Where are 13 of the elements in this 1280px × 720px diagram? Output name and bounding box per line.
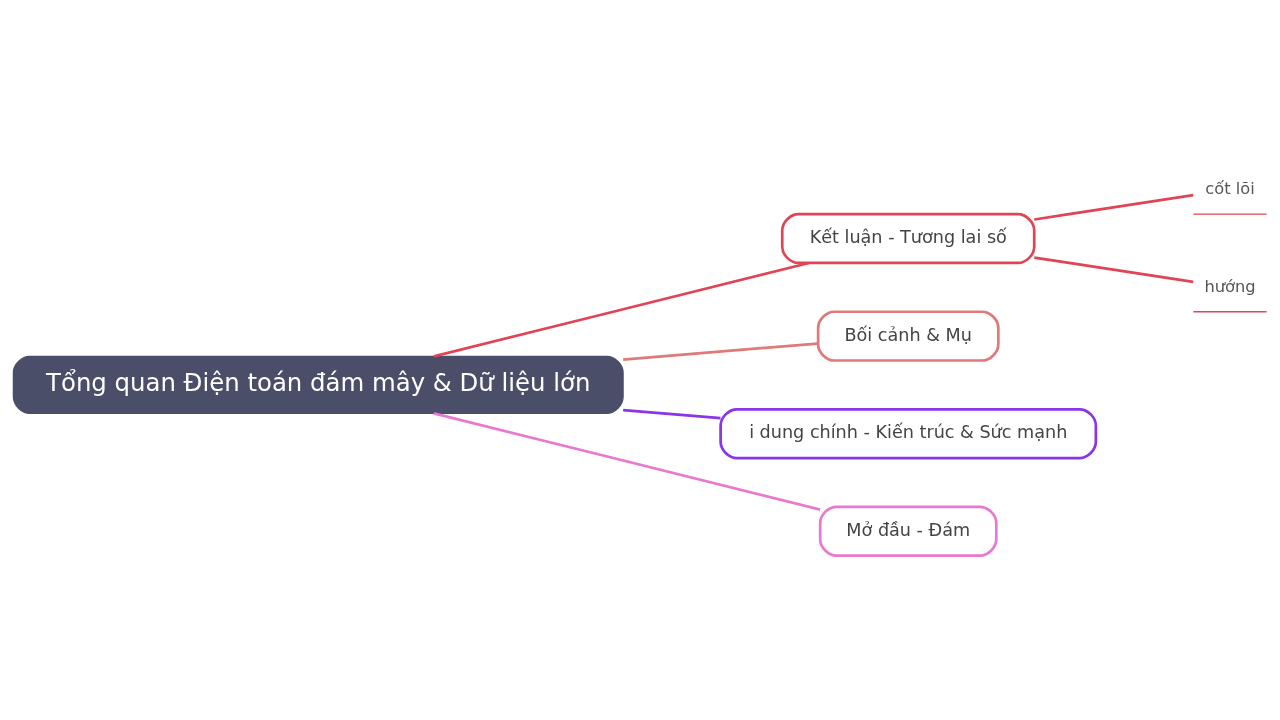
node-text: cốt lõi [1205, 178, 1255, 198]
node-box: Kết luận - Tương lai số [780, 212, 1036, 264]
node-box: Mở đầu - Đám [818, 504, 998, 557]
node-box: Tổng quan Điện toán đám mây & Dữ liệu lớn [12, 355, 624, 414]
connector [623, 341, 818, 361]
node-box: Bối cảnh & Mụ [816, 309, 1000, 362]
connector [1034, 255, 1194, 283]
connector [623, 408, 721, 420]
connector [433, 411, 821, 511]
node-box: i dung chính - Kiến trúc & Sức mạnh [719, 407, 1098, 459]
connector [433, 261, 810, 358]
node-text: hướng [1204, 276, 1256, 296]
connector [1034, 193, 1194, 221]
